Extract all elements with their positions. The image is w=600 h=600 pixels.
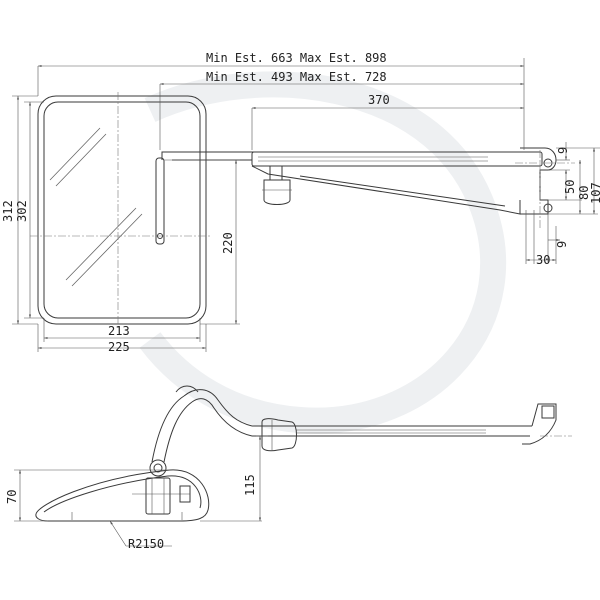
mirror-side-view <box>35 385 572 522</box>
dim-label-depth-70: 70 <box>5 490 19 504</box>
dimension-height-outer: 312 <box>1 95 38 325</box>
dimension-width-outer: 225 <box>37 324 207 354</box>
dimension-clamp-group: 9 50 80 107 9 30 <box>525 142 600 267</box>
dimension-height-inner: 302 <box>15 101 44 319</box>
dimension-arm-width: Min Est. 493 Max Est. 728 <box>159 70 524 150</box>
dimension-radius: R2150 <box>109 520 172 551</box>
dim-label-width-outer: 225 <box>108 340 130 354</box>
dim-label-side-115: 115 <box>243 474 257 496</box>
dim-label-clamp-30: 30 <box>536 253 550 267</box>
dim-label-clamp-107: 107 <box>589 182 600 204</box>
dim-label-clamp-80: 80 <box>577 186 591 200</box>
dimension-depth-70: 70 <box>5 469 170 522</box>
dim-label-total-width: Min Est. 663 Max Est. 898 <box>206 51 387 65</box>
dim-label-height-outer: 312 <box>1 200 15 222</box>
dim-label-arm-width: Min Est. 493 Max Est. 728 <box>206 70 387 84</box>
dim-label-arm-length: 370 <box>368 93 390 107</box>
dim-label-clamp-9-bottom: 9 <box>555 241 569 248</box>
dim-label-clamp-50: 50 <box>563 180 577 194</box>
dimension-total-width: Min Est. 663 Max Est. 898 <box>37 51 525 150</box>
dimension-side-115: 115 <box>200 435 268 522</box>
dim-label-height-mount: 220 <box>221 232 235 254</box>
dimension-height-mount: 220 <box>164 159 240 325</box>
mirror-head-front-view <box>30 92 210 330</box>
watermark-logo <box>139 71 507 434</box>
dim-label-radius: R2150 <box>128 537 164 551</box>
dim-label-height-inner: 302 <box>15 200 29 222</box>
dim-label-clamp-9-top: 9 <box>556 147 570 154</box>
dimension-arm-length: 370 <box>251 93 524 150</box>
dim-label-width-inner: 213 <box>108 324 130 338</box>
dimension-width-inner: 213 <box>43 318 201 342</box>
